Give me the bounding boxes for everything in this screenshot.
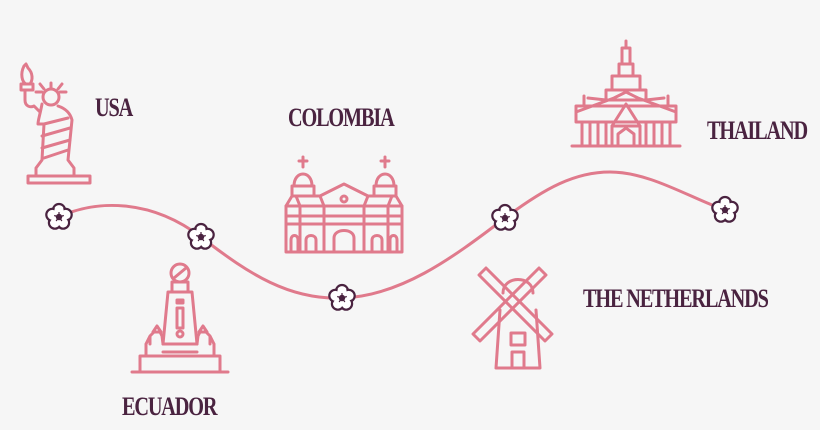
windmill-icon bbox=[471, 266, 554, 370]
flower-icon bbox=[328, 283, 356, 311]
flower-icon bbox=[187, 222, 215, 250]
flower-icon bbox=[491, 203, 519, 231]
flower-icon bbox=[45, 202, 73, 230]
thai-temple-icon bbox=[570, 39, 682, 148]
route-path bbox=[57, 170, 727, 300]
statue-of-liberty-icon bbox=[19, 62, 92, 185]
equator-monument-icon bbox=[130, 262, 230, 374]
label-colombia: COLOMBIA bbox=[288, 103, 395, 132]
label-thailand: THAILAND bbox=[707, 116, 808, 145]
cathedral-icon bbox=[284, 155, 404, 254]
label-usa: USA bbox=[95, 93, 133, 122]
flower-icon bbox=[711, 195, 739, 223]
label-ecuador: ECUADOR bbox=[122, 392, 218, 421]
label-the-netherlands: THE NETHERLANDS bbox=[583, 284, 769, 313]
